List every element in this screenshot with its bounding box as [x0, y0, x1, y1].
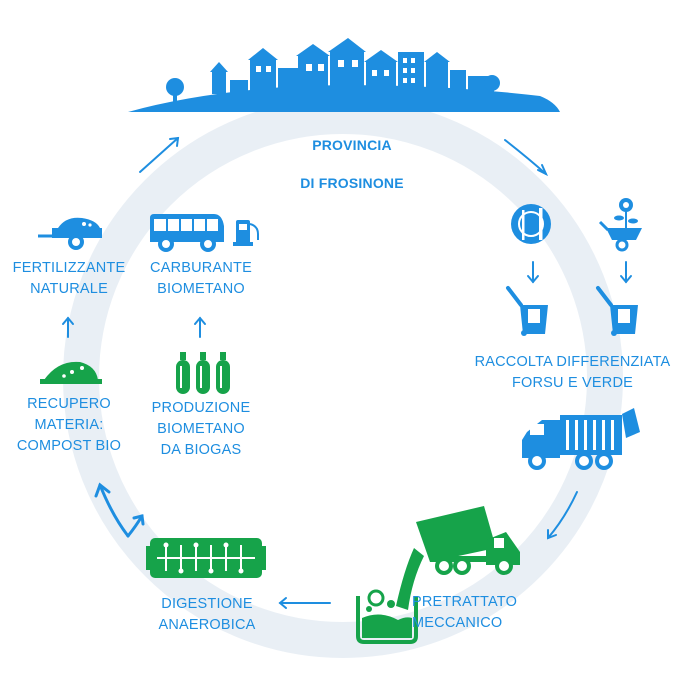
- compost-pile-icon: [40, 361, 102, 384]
- label-produzione: PRODUZIONE BIOMETANO DA BIOGAS: [151, 400, 251, 458]
- skyline-windows: [256, 58, 415, 83]
- plate-cutlery-icon: [511, 204, 551, 244]
- label-carburante: CARBURANTE BIOMETANO: [150, 260, 252, 297]
- page-title: PROVINCIA DI FROSINONE: [282, 117, 422, 212]
- title-line-1: PROVINCIA: [312, 137, 392, 153]
- cycle-arrows: [62, 136, 632, 609]
- fuel-pump-icon: [233, 220, 259, 246]
- title-line-2: DI FROSINONE: [300, 175, 404, 191]
- digester-icon: [146, 538, 266, 578]
- bin-icon: [596, 286, 638, 336]
- city-skyline-icon: [128, 38, 560, 112]
- dump-truck-icon: [396, 506, 520, 610]
- waste-tank-icon: [356, 589, 418, 644]
- label-recupero: RECUPERO MATERIA: COMPOST BIO: [16, 396, 122, 454]
- bin-icon: [506, 286, 548, 336]
- arrow-to-raccolta: [504, 139, 547, 175]
- label-fertilizzante: FERTILIZZANTE NATURALE: [12, 260, 126, 297]
- arrow-to-recupero: [94, 482, 145, 538]
- arrow-to-pretrattato: [547, 491, 578, 539]
- garbage-truck-icon: [522, 408, 640, 470]
- biogas-cylinders-icon: [176, 352, 230, 394]
- label-pretrattato: PRETRATTATO MECCANICO: [412, 594, 518, 631]
- trailer-icon: [38, 217, 102, 250]
- label-raccolta: RACCOLTA DIFFERENZIATA FORSU E VERDE: [474, 354, 671, 391]
- label-digestione: DIGESTIONE ANAEROBICA: [158, 596, 256, 633]
- arrow-to-city: [139, 137, 179, 173]
- bus-icon: [150, 214, 224, 252]
- wheelbarrow-plant-icon: [598, 198, 642, 252]
